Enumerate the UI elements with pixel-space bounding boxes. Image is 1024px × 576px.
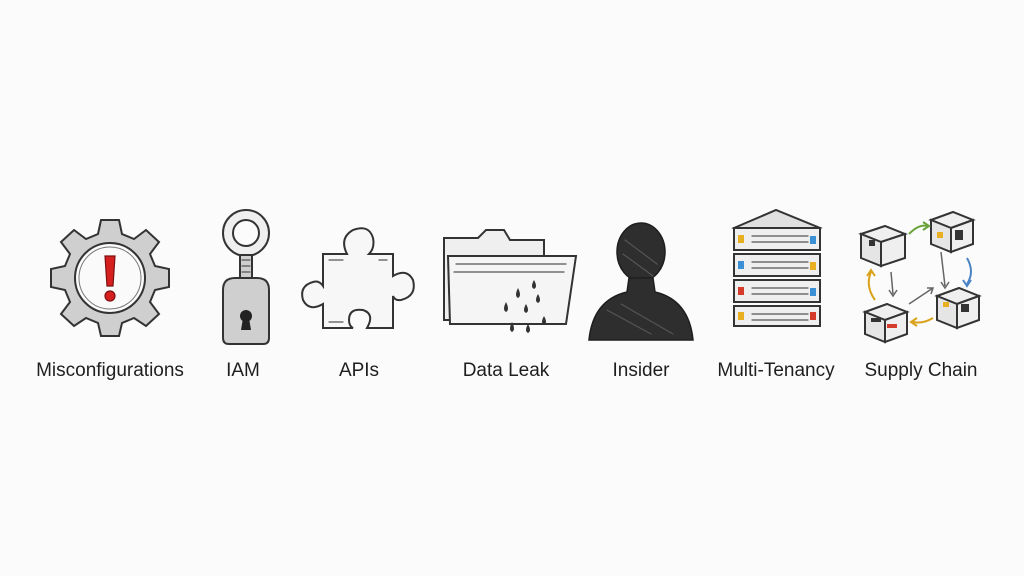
- threat-item-supply-chain: Supply Chain: [841, 200, 1001, 400]
- threat-item-apis: APIs: [279, 200, 439, 400]
- threat-label: Supply Chain: [864, 360, 978, 381]
- gear-warning-icon: [30, 200, 190, 350]
- threat-item-insider: Insider: [561, 200, 721, 400]
- threat-item-misconfigurations: Misconfigurations: [30, 200, 190, 400]
- padlock-key-icon: [163, 200, 323, 350]
- threat-item-iam: IAM: [163, 200, 323, 400]
- leaking-folder-icon: [426, 200, 586, 350]
- server-stack-icon: [696, 200, 856, 350]
- person-silhouette-icon: [561, 200, 721, 350]
- threat-label: Misconfigurations: [36, 360, 184, 381]
- threat-item-data-leak: Data Leak: [426, 200, 586, 400]
- threat-label: Data Leak: [462, 360, 550, 381]
- threat-label: Multi-Tenancy: [717, 360, 835, 381]
- puzzle-piece-icon: [279, 200, 439, 350]
- threat-item-multi-tenancy: Multi-Tenancy: [696, 200, 856, 400]
- threat-label: Insider: [612, 360, 670, 381]
- threat-label: APIs: [338, 360, 380, 381]
- threat-label: IAM: [226, 360, 260, 381]
- supply-chain-cubes-icon: [841, 200, 1001, 350]
